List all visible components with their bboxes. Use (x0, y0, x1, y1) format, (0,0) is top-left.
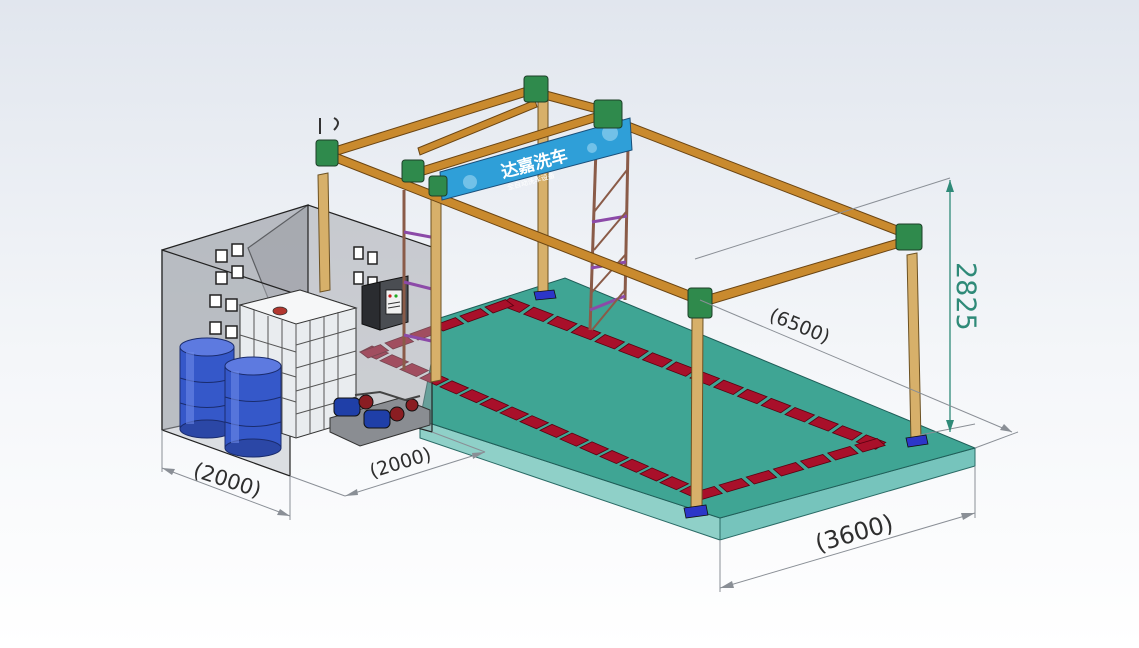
drain-tile (519, 415, 550, 430)
drain-tile (736, 388, 768, 405)
drain-tile (439, 380, 470, 395)
drain-tile (484, 299, 515, 314)
bracket-front-right (895, 223, 923, 251)
drain-tile (559, 432, 590, 447)
dimension-room-depth-label: (2000) (367, 443, 434, 483)
drain-tile (459, 308, 490, 323)
drain-tile (760, 397, 792, 414)
drain-tile (479, 397, 510, 412)
post-front-left (690, 315, 704, 513)
post-rear-left (317, 172, 331, 293)
dimension-room-width-label: (2000) (190, 458, 264, 502)
drain-tile (522, 306, 555, 323)
drain-tile (639, 467, 670, 482)
post-rear-center (537, 95, 549, 296)
barrel-right (224, 356, 282, 458)
drain-tile (745, 469, 778, 485)
drain-tile (659, 476, 690, 491)
bracket-rear-center (523, 75, 549, 103)
post-front-right (906, 252, 922, 443)
post-mid-left (430, 187, 442, 383)
drain-tile (619, 458, 650, 473)
drain-tile (641, 352, 673, 368)
drain-tile (579, 441, 610, 456)
drain-tile (384, 335, 415, 350)
control-cabinet (361, 275, 409, 331)
drain-tile (799, 453, 832, 469)
drain-tile (594, 334, 626, 350)
drain-tile (359, 344, 390, 359)
bracket-mid-right (428, 175, 448, 197)
beam-inner-rear (417, 99, 538, 156)
drain-tile (831, 425, 863, 441)
drain-tile (539, 423, 570, 438)
drain-tile (459, 389, 490, 404)
drain-tile (826, 445, 859, 461)
dimension-2825: 2825 (694, 177, 981, 436)
pump-station (329, 390, 431, 447)
drain-tile (499, 406, 530, 421)
dimension-width-label: (3600) (812, 509, 896, 558)
bracket-mid-left (401, 159, 425, 183)
drain-tile (379, 354, 410, 369)
drain-tile (546, 315, 578, 332)
drain-tile (570, 324, 602, 341)
drain-tile (617, 343, 650, 359)
drain-tile (712, 379, 745, 396)
beam-right-long (614, 117, 909, 239)
corner-brackets (315, 75, 923, 319)
bracket-front-left (687, 287, 713, 319)
frame-posts (317, 95, 922, 513)
drain-tile (665, 361, 697, 377)
storage-room (161, 204, 433, 477)
dimension-height-label: 2825 (950, 262, 981, 331)
drain-tile (718, 477, 751, 493)
drain-tile (784, 407, 816, 423)
drain-tile (772, 461, 805, 477)
bracket-rear-left (315, 139, 339, 167)
bracket-rear-right (593, 99, 623, 129)
drain-tile (807, 416, 840, 432)
drain-tile (854, 437, 886, 453)
drain-tile (399, 362, 430, 377)
foot-plates (533, 289, 929, 519)
room-windows (209, 243, 378, 339)
drain-tile (599, 450, 630, 465)
